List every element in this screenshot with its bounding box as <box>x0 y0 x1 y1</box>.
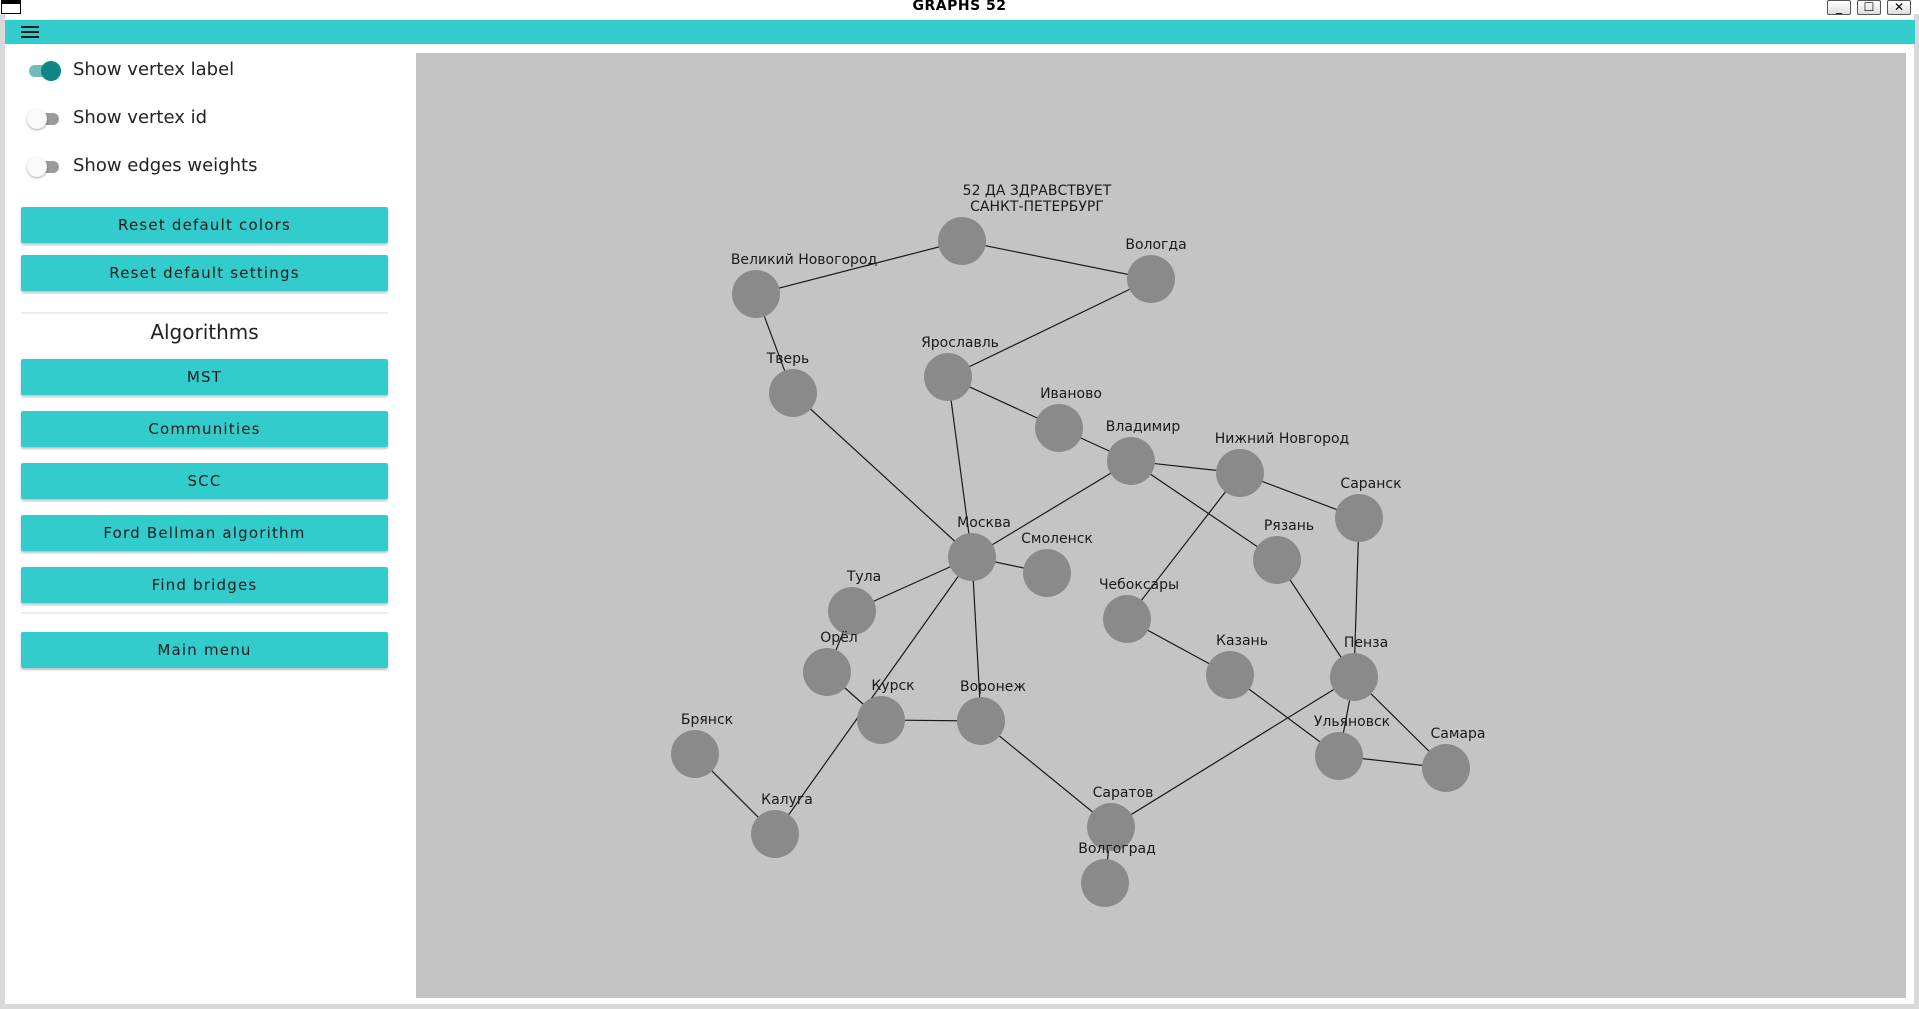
vertex-label-saransk: Саранск <box>1340 476 1401 492</box>
edge-saransk-penza[interactable] <box>1353 517 1360 678</box>
toggle-show-edges-weights[interactable]: Show edges weights <box>27 150 257 180</box>
show-vertex-id-switch[interactable] <box>27 107 61 129</box>
edge-voronezh-saratov[interactable] <box>980 720 1112 828</box>
vertex-label-orel: Орёл <box>820 630 857 646</box>
vertex-orel[interactable] <box>803 648 851 696</box>
show-vertex-label-switch[interactable] <box>27 59 61 81</box>
vertex-label-ryazan: Рязань <box>1264 518 1314 534</box>
vertex-label-kazan: Казань <box>1216 633 1268 649</box>
mst-button[interactable]: MST <box>21 359 388 395</box>
show-vertex-id-text: Show vertex id <box>73 106 208 128</box>
settings-sidebar: Show vertex label Show vertex id Show ed… <box>5 44 405 1004</box>
window-border-bottom <box>0 1004 1919 1009</box>
vertex-tver[interactable] <box>769 369 817 417</box>
minimize-button[interactable]: _ <box>1827 0 1851 15</box>
vertex-label-ivanovo: Иваново <box>1040 386 1102 402</box>
vertex-yaroslavl[interactable] <box>924 353 972 401</box>
show-edges-weights-text: Show edges weights <box>73 154 258 176</box>
vertex-tula[interactable] <box>828 587 876 635</box>
vertex-cheboksary[interactable] <box>1103 595 1151 643</box>
vertex-kazan[interactable] <box>1206 651 1254 699</box>
vertex-saratov[interactable] <box>1087 803 1135 851</box>
edge-vladimir-ryazan[interactable] <box>1130 460 1278 561</box>
vertex-nnovgorod[interactable] <box>1216 449 1264 497</box>
vertex-label-saratov: Саратов <box>1093 785 1154 801</box>
communities-button[interactable]: Communities <box>21 411 388 447</box>
vertex-samara[interactable] <box>1422 744 1470 792</box>
vertex-label-ulyanovsk: Ульяновск <box>1314 714 1390 730</box>
vertex-label-cheboksary: Чебоксары <box>1099 577 1179 593</box>
edge-moscow-voronezh[interactable] <box>971 556 982 722</box>
algorithms-heading: Algorithms <box>150 320 259 344</box>
show-edges-weights-switch[interactable] <box>27 155 61 177</box>
vertex-vladimir[interactable] <box>1107 437 1155 485</box>
vertex-label-kursk: Курск <box>871 678 914 694</box>
vertex-label-vnovgorod: Великий Новогород <box>731 252 877 268</box>
vertex-label-samara: Самара <box>1431 726 1486 742</box>
vertex-label-moscow: Москва <box>957 515 1011 531</box>
reset-default-colors-button[interactable]: Reset default colors <box>21 207 388 243</box>
vertex-vnovgorod[interactable] <box>732 270 780 318</box>
vertex-label-yaroslavl: Ярославль <box>921 335 999 351</box>
toggle-show-vertex-label[interactable]: Show vertex label <box>27 54 234 84</box>
maximize-button[interactable]: ☐ <box>1857 0 1881 15</box>
show-vertex-label-text: Show vertex label <box>73 58 235 80</box>
vertex-label-nnovgorod: Нижний Новгород <box>1215 431 1349 447</box>
vertex-label-smolensk: Смоленск <box>1021 531 1093 547</box>
vertex-ivanovo[interactable] <box>1035 404 1083 452</box>
edge-nnovgorod-cheboksary[interactable] <box>1126 472 1241 620</box>
vertex-vologda[interactable] <box>1127 255 1175 303</box>
scc-button[interactable]: SCC <box>21 463 388 499</box>
hamburger-menu-icon[interactable] <box>21 26 39 39</box>
toggle-show-vertex-id[interactable]: Show vertex id <box>27 102 207 132</box>
vertex-label-voronezh: Воронеж <box>960 679 1026 695</box>
vertex-ryazan[interactable] <box>1253 536 1301 584</box>
edge-spb-vnovgorod[interactable] <box>755 240 963 295</box>
vertex-label-bryansk: Брянск <box>681 712 733 728</box>
window-title: GRAPHS 52 <box>912 0 1007 14</box>
vertex-label-vologda: Вологда <box>1125 237 1186 253</box>
edge-moscow-kaluga[interactable] <box>774 556 973 835</box>
reset-default-settings-button[interactable]: Reset default settings <box>21 255 388 291</box>
vertex-kaluga[interactable] <box>751 810 799 858</box>
vertex-penza[interactable] <box>1330 653 1378 701</box>
vertex-kursk[interactable] <box>857 696 905 744</box>
sidebar-divider <box>21 612 388 614</box>
title-bar: GRAPHS 52 _ ☐ ✕ <box>0 0 1919 15</box>
vertex-label-kaluga: Калуга <box>761 792 813 808</box>
edge-vologda-yaroslavl[interactable] <box>947 278 1152 378</box>
edge-vladimir-moscow[interactable] <box>971 460 1132 558</box>
top-app-bar <box>5 20 1915 44</box>
vertex-smolensk[interactable] <box>1023 549 1071 597</box>
vertex-moscow[interactable] <box>948 533 996 581</box>
vertex-label-tver: Тверь <box>766 351 810 367</box>
window-icon[interactable] <box>1 0 21 14</box>
vertex-bryansk[interactable] <box>671 730 719 778</box>
window-border-left <box>0 14 5 1009</box>
vertex-voronezh[interactable] <box>957 697 1005 745</box>
vertex-label-tula: Тула <box>846 569 881 585</box>
vertex-label-penza: Пенза <box>1344 635 1388 651</box>
window-border-right <box>1914 14 1919 1009</box>
vertex-label-vladimir: Владимир <box>1106 419 1181 435</box>
find-bridges-button[interactable]: Find bridges <box>21 567 388 603</box>
vertex-saransk[interactable] <box>1335 494 1383 542</box>
sidebar-divider <box>21 312 388 314</box>
vertex-volgograd[interactable] <box>1081 859 1129 907</box>
edge-saratov-penza[interactable] <box>1110 676 1355 828</box>
close-button[interactable]: ✕ <box>1887 0 1911 15</box>
edge-spb-vologda[interactable] <box>961 240 1152 280</box>
vertex-spb[interactable] <box>938 217 986 265</box>
main-menu-button[interactable]: Main menu <box>21 632 388 668</box>
edge-yaroslavl-moscow[interactable] <box>947 376 973 558</box>
edge-tver-moscow[interactable] <box>792 392 973 558</box>
vertex-label-volgograd: Волгоград <box>1078 841 1156 857</box>
ford-bellman-button[interactable]: Ford Bellman algorithm <box>21 515 388 551</box>
vertex-label-spb: САНКТ-ПЕТЕРБУРГ <box>970 199 1104 215</box>
vertex-label-spb: 52 ДА ЗДРАВСТВУЕТ <box>963 183 1112 199</box>
vertex-ulyanovsk[interactable] <box>1315 732 1363 780</box>
